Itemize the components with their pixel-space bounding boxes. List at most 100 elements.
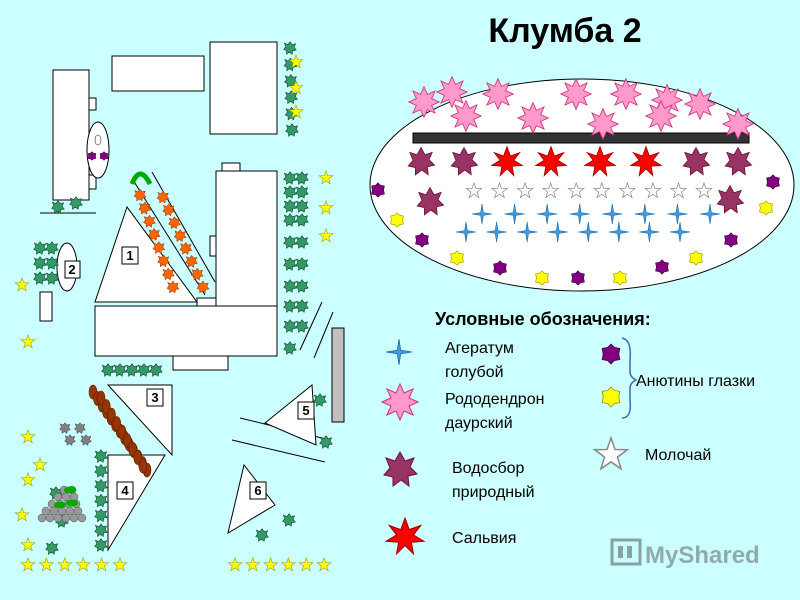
yellow-star	[14, 277, 30, 292]
rhododendron	[408, 86, 440, 118]
bed-4	[107, 454, 166, 552]
yellow-star	[76, 557, 91, 572]
shrub	[283, 213, 297, 227]
rhododendron	[722, 108, 754, 140]
yellow-star	[318, 170, 334, 185]
legend-salvia-icon	[385, 517, 425, 555]
shrub	[295, 185, 309, 199]
shrub	[45, 271, 59, 285]
shrub	[283, 235, 297, 249]
plot-number-2: 2	[68, 262, 75, 277]
rhododendron	[450, 100, 482, 132]
yellow-star	[39, 557, 54, 572]
grey-plant	[74, 422, 86, 434]
legend: Условные обозначения: Агератум голубой Р…	[381, 309, 755, 555]
shrub	[283, 319, 297, 333]
main-flowerbed	[369, 78, 795, 292]
shrub	[94, 464, 108, 478]
shrub	[33, 271, 47, 285]
grey-plant	[80, 434, 92, 446]
stone	[61, 513, 71, 523]
stone	[53, 492, 63, 502]
bench	[39, 291, 53, 322]
rhododendron	[436, 76, 468, 108]
brown-plant	[128, 441, 137, 457]
rhododendron	[587, 108, 619, 140]
orange-flower	[196, 280, 210, 294]
yellow-star	[245, 557, 260, 572]
shrub	[295, 279, 309, 293]
yellow-star	[20, 537, 36, 552]
orange-flower	[138, 202, 151, 215]
orange-flower	[143, 215, 156, 228]
plot-number-5: 5	[302, 403, 309, 418]
legend-rhododendron-icon	[381, 383, 419, 421]
shrub	[295, 199, 309, 213]
legend-euphorbia-icon	[593, 437, 629, 470]
grey-plantings	[59, 422, 92, 446]
yellow-star	[57, 557, 72, 572]
shrub	[33, 241, 47, 255]
shrub	[295, 171, 309, 185]
grey-plant	[64, 434, 76, 446]
shrub	[94, 449, 108, 463]
building	[52, 69, 90, 201]
orange-flower	[185, 255, 198, 268]
rhododendron	[610, 78, 642, 110]
building	[111, 55, 205, 92]
plot-number-3: 3	[151, 390, 158, 405]
plot-number-4: 4	[121, 483, 129, 498]
brown-plant	[138, 458, 148, 474]
shrub	[94, 479, 108, 493]
stone	[41, 506, 51, 516]
legend-aquilegia-icon	[383, 451, 418, 487]
yellow-star	[20, 557, 36, 572]
stone	[73, 506, 83, 516]
rhododendron	[560, 78, 592, 110]
legend-salvia-label: Сальвия	[452, 530, 516, 547]
plot-number-6: 6	[254, 483, 261, 498]
yellow-star	[20, 429, 36, 444]
building	[94, 305, 278, 357]
brown-plant	[101, 399, 111, 414]
brown-plant	[133, 450, 143, 465]
legend-brace	[621, 337, 638, 419]
shrub	[94, 493, 108, 508]
shrub	[113, 363, 127, 377]
rhododendron	[684, 88, 716, 120]
orange-flower	[191, 268, 204, 281]
legend-heading: Условные обозначения:	[435, 309, 651, 329]
brown-plant-row	[88, 384, 152, 478]
watermark-logo-icon	[610, 538, 642, 566]
stone	[37, 513, 47, 523]
stone-pile	[37, 485, 87, 523]
rhododendron	[517, 102, 549, 134]
shrub	[283, 341, 297, 355]
shrub	[283, 257, 297, 271]
legend-euphorbia-label: Молочай	[645, 447, 711, 464]
legend-aquilegia-line1: Водосбор	[452, 460, 525, 477]
yellow-star	[316, 557, 332, 572]
shrub	[282, 513, 296, 527]
plot-number-1: 1	[126, 248, 133, 263]
paths	[40, 171, 334, 463]
yellow-star	[20, 334, 36, 349]
yellow-star	[14, 507, 30, 522]
shrub	[94, 508, 108, 522]
legend-rhododendron-line2: даурский	[445, 415, 513, 432]
yellow-star	[318, 200, 334, 215]
building	[209, 41, 278, 135]
yellow-star	[281, 557, 296, 572]
watermark-text: MyShared	[645, 542, 760, 569]
yellow-star	[20, 472, 36, 487]
shrub	[125, 363, 139, 377]
shrub	[94, 538, 108, 552]
legend-rhododendron-line1: Рододендрон	[445, 391, 544, 408]
stone	[61, 492, 71, 502]
shrub	[45, 241, 59, 255]
shrub	[33, 256, 47, 270]
brown-plant	[112, 416, 122, 431]
leaf	[66, 499, 78, 507]
yellow-star	[94, 557, 109, 572]
oval-flowers	[87, 134, 109, 161]
